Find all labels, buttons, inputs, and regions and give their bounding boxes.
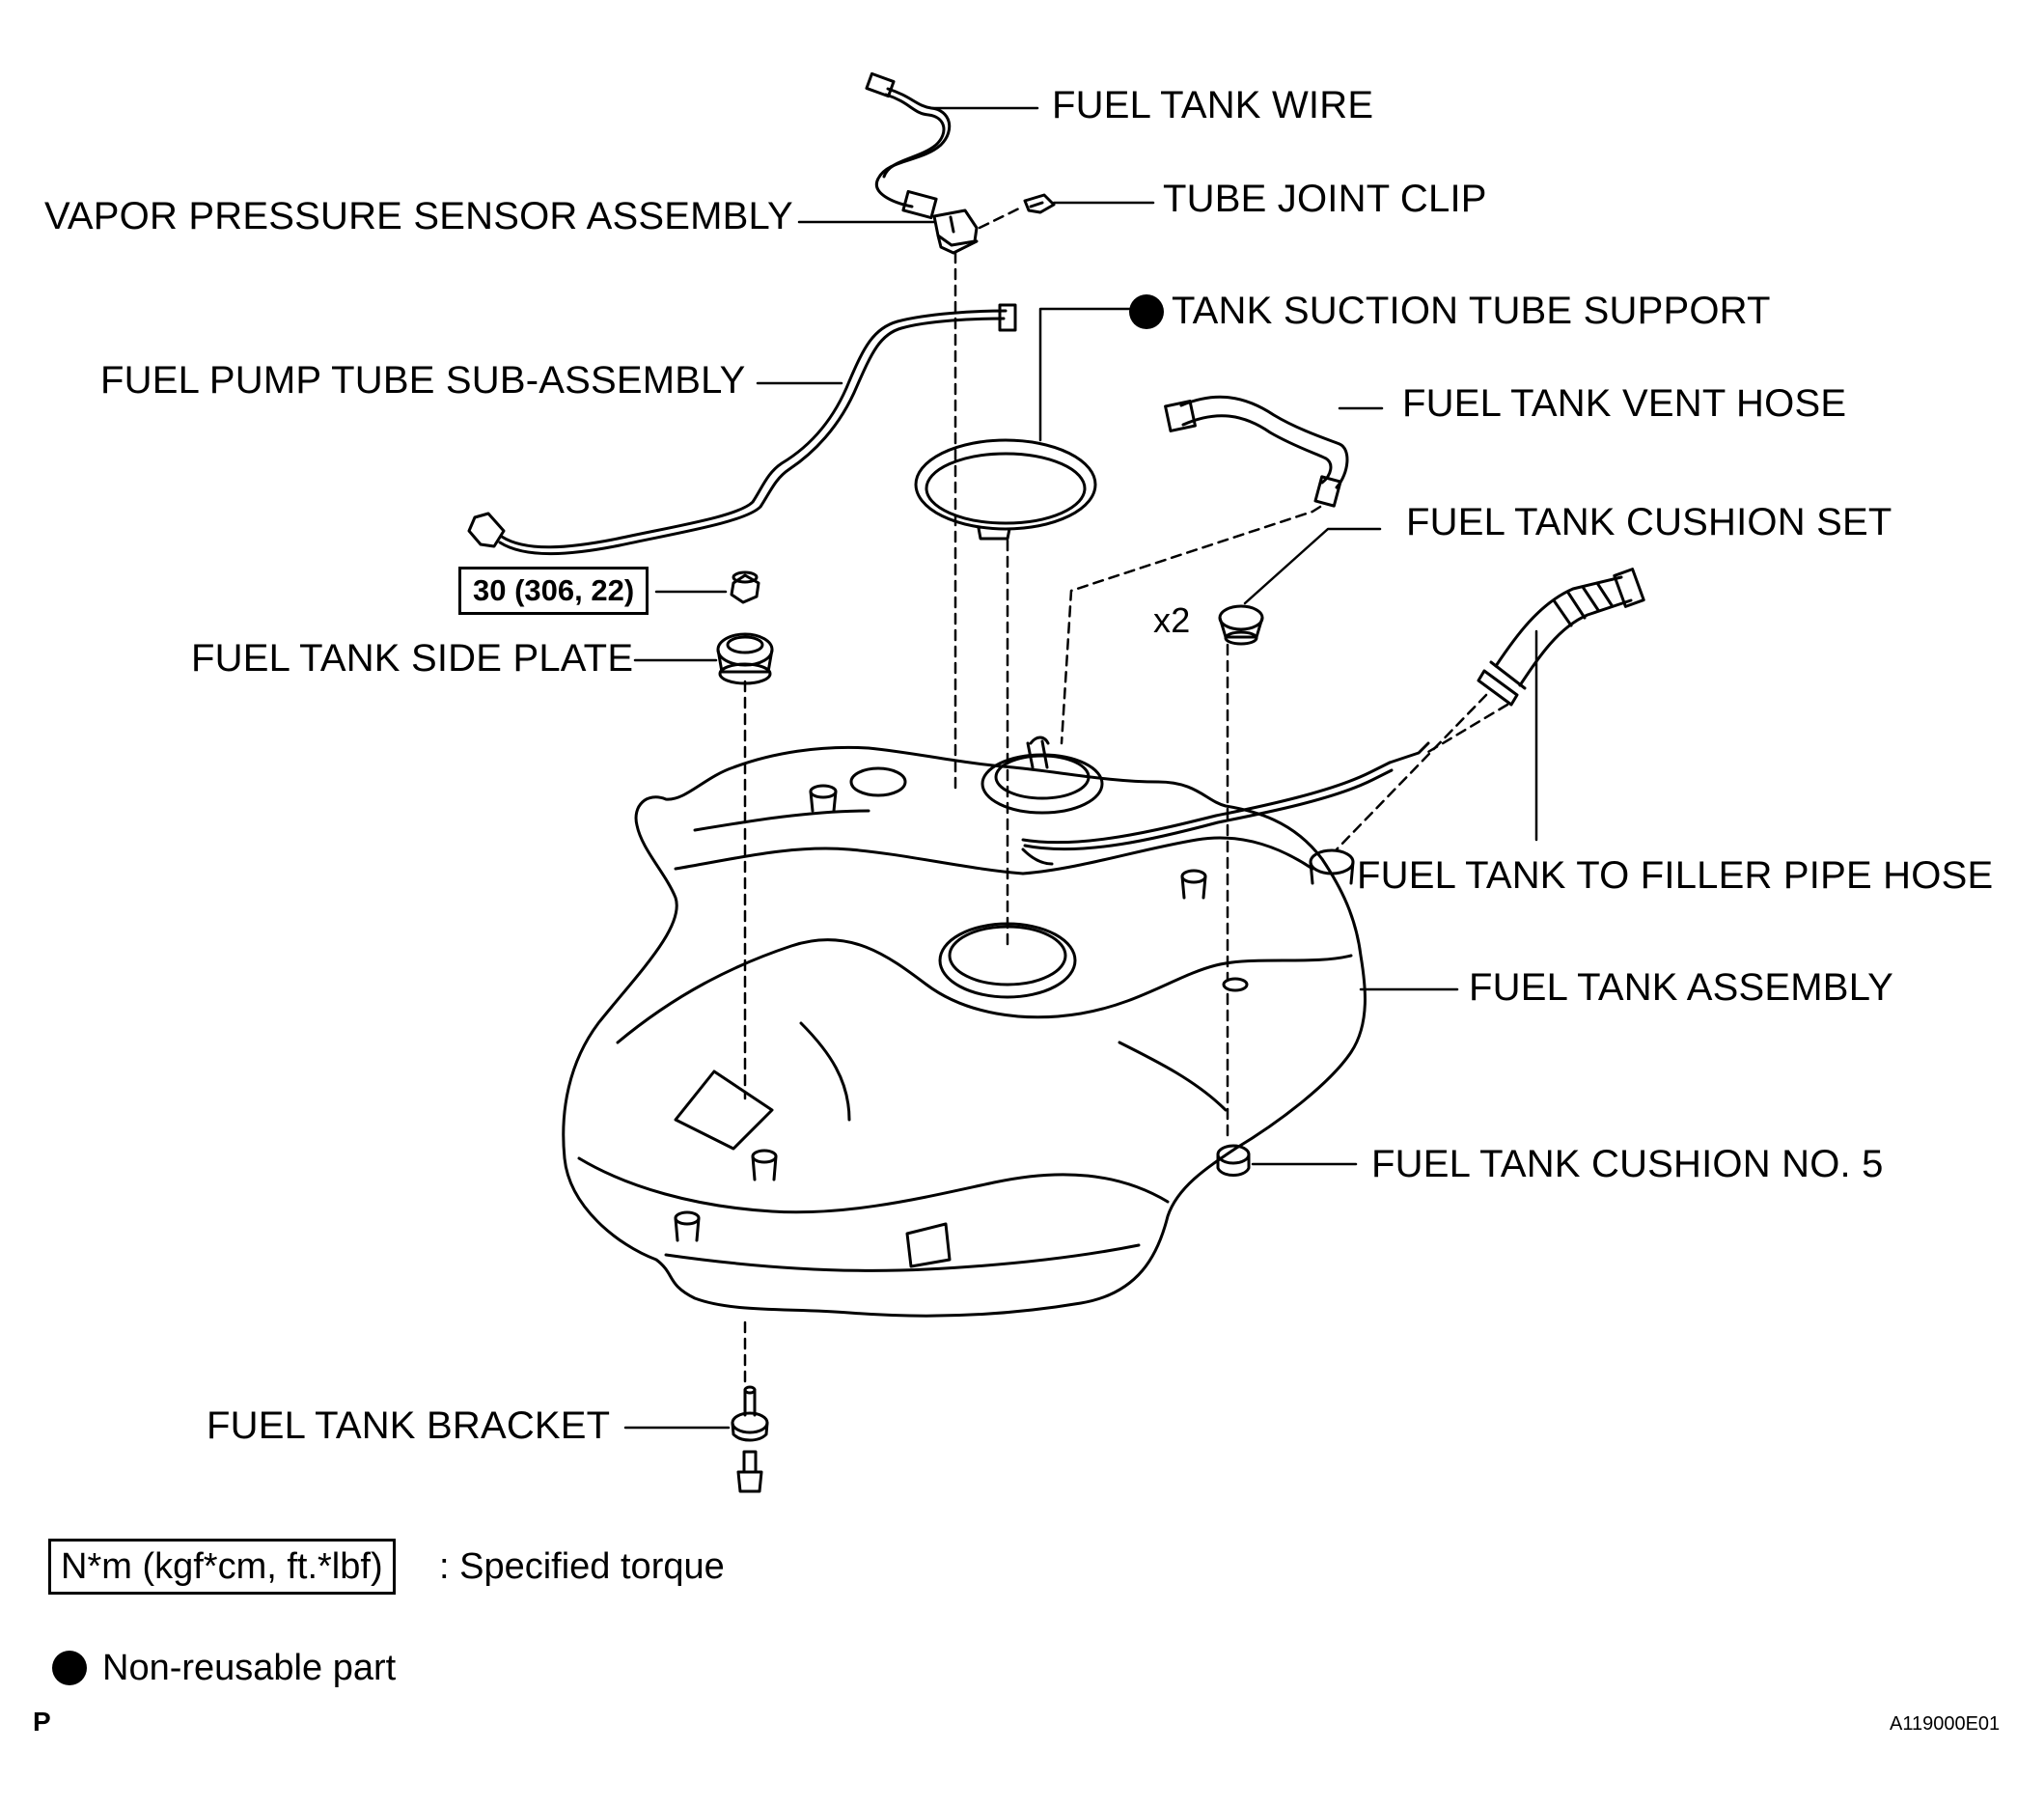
torque-spec-box: 30 (306, 22) xyxy=(458,567,649,615)
fuel-tank-cushion-no5-part xyxy=(1216,1144,1251,1177)
legend-torque-description: : Specified torque xyxy=(439,1546,725,1587)
fuel-tank-cushion-set-part xyxy=(1218,604,1264,646)
footer-mark: P xyxy=(33,1707,51,1737)
label-fuel-tank-wire: FUEL TANK WIRE xyxy=(1052,84,1374,126)
label-fuel-tank-vent-hose: FUEL TANK VENT HOSE xyxy=(1402,382,1847,425)
label-fuel-tank-side-plate: FUEL TANK SIDE PLATE xyxy=(191,637,634,680)
label-tank-suction-tube-support: TANK SUCTION TUBE SUPPORT xyxy=(1172,290,1771,332)
label-fuel-pump-tube: FUEL PUMP TUBE SUB-ASSEMBLY xyxy=(100,359,746,402)
legend-torque-units-box: N*m (kgf*cm, ft.*lbf) xyxy=(48,1539,396,1595)
nonreusable-bullet-icon xyxy=(1129,294,1164,329)
label-vapor-pressure-sensor: VAPOR PRESSURE SENSOR ASSEMBLY xyxy=(44,195,793,237)
figure-code: A119000E01 xyxy=(1890,1713,2001,1735)
leader-lines xyxy=(623,106,1538,1430)
filler-pipe-hose-part xyxy=(1477,568,1645,707)
label-fuel-tank-assembly: FUEL TANK ASSEMBLY xyxy=(1469,966,1894,1009)
label-filler-pipe-hose: FUEL TANK TO FILLER PIPE HOSE xyxy=(1357,854,1994,897)
legend-nonreusable-bullet-icon xyxy=(52,1651,87,1685)
tank-suction-tube-support-part xyxy=(914,438,1097,541)
fuel-tank-vent-hose-part xyxy=(1164,395,1349,508)
assembly-dashed-lines xyxy=(743,251,1509,1387)
label-fuel-tank-bracket: FUEL TANK BRACKET xyxy=(207,1404,611,1447)
legend-nonreusable-description: Non-reusable part xyxy=(102,1648,397,1688)
vapor-pressure-sensor-part xyxy=(932,208,979,255)
label-cushion-quantity: x2 xyxy=(1153,600,1191,640)
label-fuel-tank-cushion-no5: FUEL TANK CUSHION NO. 5 xyxy=(1371,1143,1884,1185)
fuel-tank-bracket-part xyxy=(731,1385,769,1493)
fuel-pump-tube-part xyxy=(467,303,1017,556)
fuel-tank-body xyxy=(562,736,1430,1318)
label-tube-joint-clip: TUBE JOINT CLIP xyxy=(1163,178,1487,220)
label-fuel-tank-cushion-set: FUEL TANK CUSHION SET xyxy=(1406,501,1892,543)
fuel-tank-side-plate-part xyxy=(716,570,774,685)
tube-joint-clip-part xyxy=(1023,193,1056,214)
fuel-tank-wire-part xyxy=(865,71,952,220)
